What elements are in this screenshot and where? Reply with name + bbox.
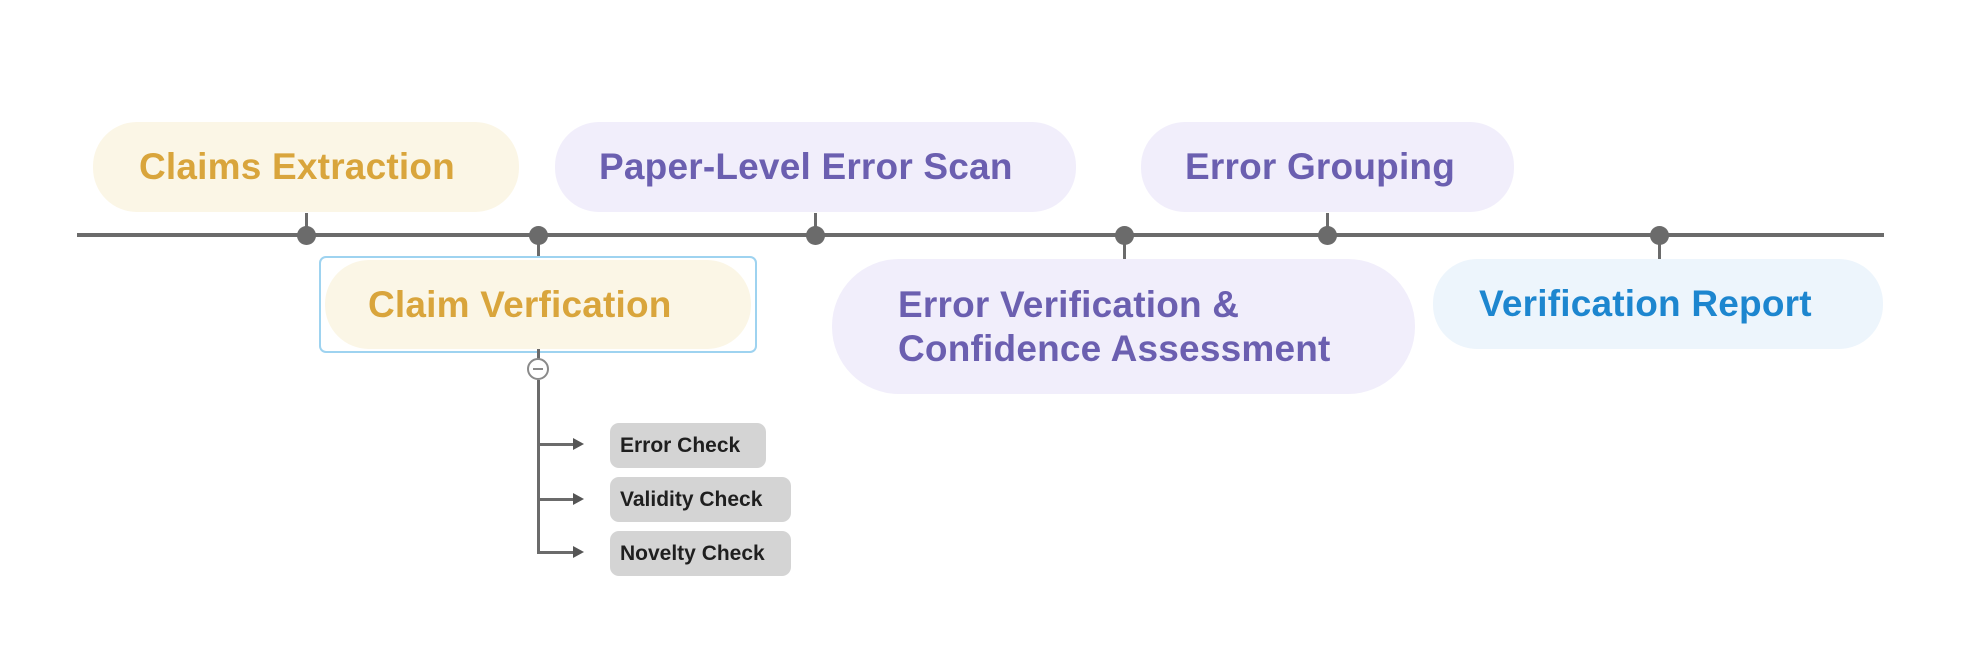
timeline-node-dot [1650,226,1669,245]
arrow-right-icon [573,493,584,505]
timeline-node-dot [806,226,825,245]
topic-label: Claim Verfication [368,283,672,325]
subtopic-label: Validity Check [620,487,763,511]
topic-verification-report[interactable]: Verification Report [1433,259,1883,349]
topic-label: Verification Report [1479,283,1812,324]
topic-error-verification-confidence-assessment[interactable]: Error Verification & Confidence Assessme… [832,259,1415,394]
arrow-right-icon [573,546,584,558]
topic-claim-verification[interactable]: Claim Verfication [325,260,751,349]
timeline-connector [537,237,540,257]
branch-connector [537,551,577,554]
subtopic-label: Novelty Check [620,541,765,565]
topic-claims-extraction[interactable]: Claims Extraction [93,122,519,212]
branch-connector [537,349,540,359]
timeline-connector [1123,237,1126,259]
timeline-connector [1326,213,1329,233]
topic-paper-level-error-scan[interactable]: Paper-Level Error Scan [555,122,1076,212]
subtopic-label: Error Check [620,433,741,457]
timeline-node-dot [1318,226,1337,245]
subtopic-novelty-check[interactable]: Novelty Check [610,531,791,576]
topic-label: Paper-Level Error Scan [599,146,1013,187]
timeline-node-dot [297,226,316,245]
timeline-axis [77,233,1884,237]
branch-connector [537,443,577,446]
timeline-connector [1658,237,1661,259]
timeline-node-dot [529,226,548,245]
topic-label-line: Confidence Assessment [898,327,1331,369]
subtopic-validity-check[interactable]: Validity Check [610,477,791,522]
branch-connector [537,380,540,554]
arrow-right-icon [573,438,584,450]
topic-error-grouping[interactable]: Error Grouping [1141,122,1514,212]
collapse-toggle-icon[interactable] [527,358,549,380]
timeline-node-dot [1115,226,1134,245]
timeline-connector [305,213,308,233]
topic-label: Error Grouping [1185,146,1456,187]
topic-label: Claims Extraction [139,146,455,187]
branch-connector [537,498,577,501]
timeline-connector [814,213,817,233]
subtopic-error-check[interactable]: Error Check [610,423,766,468]
topic-label-line: Error Verification & [898,283,1240,325]
topic-label-group: Error Verification & Confidence Assessme… [898,283,1331,371]
